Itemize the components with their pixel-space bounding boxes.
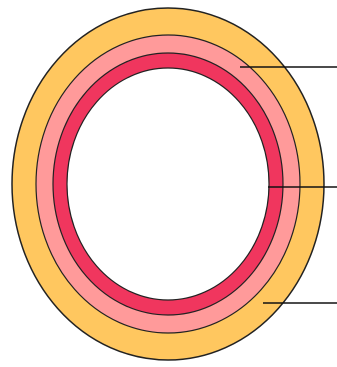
lumen: [67, 68, 269, 300]
